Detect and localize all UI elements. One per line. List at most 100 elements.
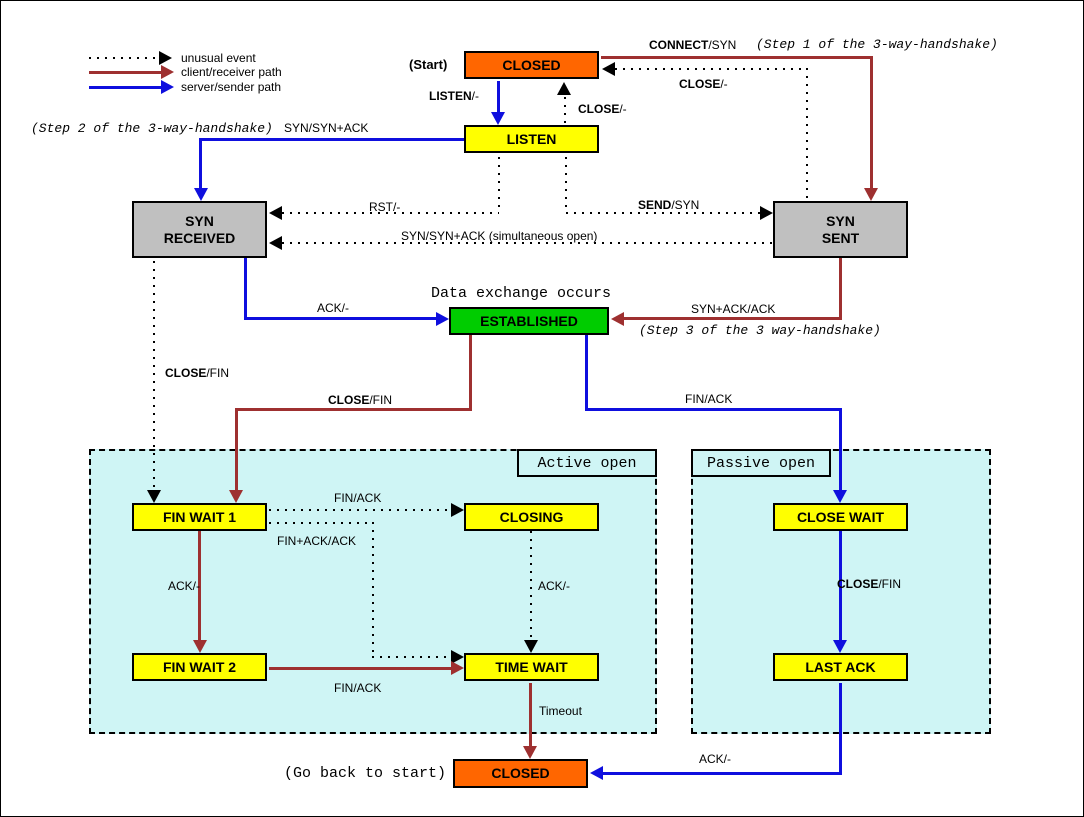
edge-closewait-lastack-arrow-icon	[833, 640, 847, 653]
transition-label-listen-dash: LISTEN/-	[429, 89, 479, 103]
transition-label-syn-synack: SYN/SYN+ACK	[284, 121, 369, 135]
transition-label-close-dash-mid: CLOSE/-	[578, 102, 627, 116]
legend-unusual-label: unusual event	[181, 51, 256, 65]
transition-label-send-syn: SEND/SYN	[638, 198, 699, 212]
legend-unusual-line	[89, 57, 159, 59]
edge-connect-syn-hline	[601, 56, 873, 59]
edge-finwait2-timewait-line	[269, 667, 451, 670]
edge-synsent-established-hline	[621, 317, 842, 320]
edge-synsent-established-vline	[839, 258, 842, 320]
transition-label-close-fin-client: CLOSE/FIN	[328, 393, 392, 407]
edge-connect-syn-arrow-icon	[864, 188, 878, 201]
edge-rst-arrow-icon	[269, 206, 282, 220]
close-dash-right-event: CLOSE	[679, 77, 721, 91]
transition-label-close-dash-right: CLOSE/-	[679, 77, 728, 91]
edge-established-finwait1-vline2	[235, 408, 238, 490]
connect-syn-action: /SYN	[708, 38, 737, 52]
edge-simultaneous-line	[282, 242, 773, 244]
close-dash-mid-event: CLOSE	[578, 102, 620, 116]
edge-send-syn-arrow-icon	[760, 206, 773, 220]
edge-listen-closed-arrow-icon	[557, 82, 571, 95]
go-back-note: (Go back to start)	[284, 765, 447, 782]
edge-closing-timewait-line	[530, 531, 532, 641]
edge-synsent-closed-hline	[615, 68, 807, 70]
edge-simultaneous-arrow-icon	[269, 236, 282, 250]
transition-label-ack-finwait: ACK/-	[168, 579, 201, 593]
transition-label-fin-ack-server: FIN/ACK	[685, 392, 733, 406]
edge-finwait1-timewait-vline	[372, 522, 374, 657]
edge-established-closewait-vline1	[585, 335, 588, 411]
close-fin-server-action: /FIN	[878, 577, 902, 591]
transition-label-ack-lastack: ACK/-	[699, 752, 732, 766]
send-syn-action: /SYN	[671, 198, 700, 212]
transition-label-fin-ack-unusual: FIN/ACK	[334, 491, 382, 505]
step2-note: (Step 2 of the 3-way-handshake)	[31, 121, 273, 136]
edge-synsent-closed-arrow-icon	[602, 62, 615, 76]
passive-open-tag: Passive open	[691, 449, 831, 477]
transition-label-fin-ack-client: FIN/ACK	[334, 681, 382, 695]
edge-timewait-closed-line	[529, 683, 532, 747]
legend-unusual-arrow-icon	[159, 51, 172, 65]
start-note: (Start)	[409, 57, 448, 72]
edge-finwait1-finwait2-line	[198, 531, 201, 641]
state-syn-received-label: SYN RECEIVED	[163, 212, 236, 246]
edge-finwait1-timewait-arrow-icon	[451, 650, 464, 664]
transition-label-close-fin-server: CLOSE/FIN	[837, 577, 901, 591]
edge-connect-syn-vline	[870, 56, 873, 189]
state-closed-bottom: CLOSED	[453, 759, 588, 788]
edge-send-syn-line	[566, 212, 760, 214]
state-established-label: ESTABLISHED	[480, 312, 578, 329]
listen-dash-action: /-	[471, 89, 480, 103]
edge-established-finwait1-arrow-icon	[229, 490, 243, 503]
transition-label-simultaneous: SYN/SYN+ACK (simultaneous open)	[401, 229, 598, 243]
listen-dash-event: LISTEN	[429, 89, 472, 103]
legend-client-line	[89, 71, 161, 74]
close-dash-right-action: /-	[720, 77, 728, 91]
transition-label-connect-syn: CONNECT/SYN	[649, 38, 736, 52]
edge-finwait2-timewait-arrow-icon	[451, 661, 464, 675]
state-closed-bottom-label: CLOSED	[491, 765, 550, 781]
edge-closed-listen-line	[497, 81, 500, 113]
state-last-ack-label: LAST ACK	[805, 658, 876, 675]
edge-synsent-closed-vline	[806, 68, 808, 199]
state-established: ESTABLISHED	[449, 307, 609, 335]
transition-label-ack-established: ACK/-	[317, 301, 350, 315]
legend-server-line	[89, 86, 161, 89]
close-fin-server-event: CLOSE	[837, 577, 879, 591]
edge-lastack-closed-arrow-icon	[590, 766, 603, 780]
edge-rst-line	[282, 212, 499, 214]
close-fin-client-event: CLOSE	[328, 393, 370, 407]
transition-label-synack-ack: SYN+ACK/ACK	[691, 302, 776, 316]
edge-listen-send-vline	[565, 157, 567, 213]
connect-syn-event: CONNECT	[649, 38, 709, 52]
timeout-label: Timeout	[539, 704, 582, 718]
close-dash-mid-action: /-	[619, 102, 627, 116]
edge-finwait1-timewait-hline2	[372, 656, 451, 658]
edge-listen-synrecv-vline	[199, 138, 202, 189]
edge-timewait-closed-arrow-icon	[523, 746, 537, 759]
edge-synrecv-finwait1-arrow-icon	[147, 490, 161, 503]
state-close-wait: CLOSE WAIT	[773, 503, 908, 531]
state-closed-top-label: CLOSED	[502, 56, 561, 73]
edge-finwait1-finwait2-arrow-icon	[193, 640, 207, 653]
edge-established-closewait-vline2	[839, 408, 842, 490]
edge-listen-synrecv-arrow-icon	[194, 188, 208, 201]
edge-closewait-lastack-line	[839, 531, 842, 641]
transition-label-rst-dash: RST/-	[369, 200, 401, 214]
edge-established-finwait1-hline	[235, 408, 472, 411]
state-closing-label: CLOSING	[499, 508, 564, 525]
data-exchange-note: Data exchange occurs	[431, 285, 612, 302]
edge-synrecv-finwait1-line	[153, 261, 155, 489]
transition-label-finack-ack: FIN+ACK/ACK	[277, 534, 357, 548]
edge-finwait1-closing-line	[269, 509, 451, 511]
edge-lastack-closed-vline	[839, 683, 842, 775]
step3-note: (Step 3 of the 3 way-handshake)	[639, 323, 881, 338]
edge-finwait1-closing-arrow-icon	[451, 503, 464, 517]
state-listen-label: LISTEN	[506, 130, 557, 147]
active-open-tag: Active open	[517, 449, 657, 477]
state-close-wait-label: CLOSE WAIT	[796, 508, 885, 525]
state-fin-wait-2: FIN WAIT 2	[132, 653, 267, 681]
edge-listen-rst-vline	[498, 157, 500, 213]
edge-synrecv-established-arrow-icon	[436, 312, 449, 326]
transition-label-close-fin-unusual: CLOSE/FIN	[165, 366, 229, 380]
